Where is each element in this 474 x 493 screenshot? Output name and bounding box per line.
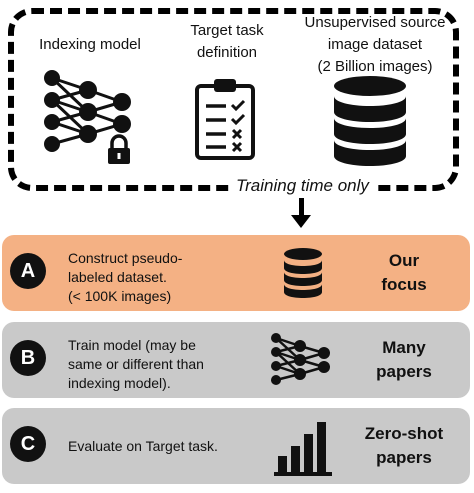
- stage-c-badge: C: [10, 426, 46, 462]
- stage-c-row: C Evaluate on Target task. Zero-shot pap…: [2, 408, 470, 484]
- target-task-label: Target task definition: [172, 20, 282, 64]
- stage-b-badge: B: [10, 340, 46, 376]
- stage-b-side-label-line1: Many: [382, 338, 426, 357]
- stage-b-description-line1: Train model (may be: [68, 337, 196, 353]
- stage-b-description-line2: same or different than: [68, 356, 204, 372]
- lock-icon: [108, 134, 130, 164]
- stage-c-side-label: Zero-shot papers: [354, 422, 454, 470]
- stage-a-description: Construct pseudo- labeled dataset. (< 10…: [68, 249, 182, 306]
- stage-a-badge: A: [10, 253, 46, 289]
- stage-a-side-label-line2: focus: [381, 275, 427, 294]
- database-icon: [284, 248, 322, 298]
- source-dataset-label-line1: Unsupervised source: [304, 14, 446, 31]
- stage-c-description-line1: Evaluate on Target task.: [68, 438, 218, 454]
- bar-chart-icon: [274, 422, 332, 476]
- down-arrow-shaft: [299, 198, 304, 218]
- stage-b-side-label: Many papers: [354, 336, 454, 384]
- target-task-label-line1: Target task: [190, 22, 264, 39]
- neural-network-icon: [271, 333, 330, 385]
- stage-b-description: Train model (may be same or different th…: [68, 336, 204, 393]
- stage-a-description-line2: labeled dataset.: [68, 269, 167, 285]
- stage-c-side-label-line2: papers: [376, 448, 432, 467]
- stage-c-side-label-line1: Zero-shot: [364, 424, 444, 443]
- training-time-only-label: Training time only: [230, 176, 375, 196]
- stage-a-row: A Construct pseudo- labeled dataset. (< …: [2, 235, 470, 311]
- clipboard-checklist-icon: [195, 79, 255, 160]
- stage-b-side-label-line2: papers: [376, 362, 432, 381]
- database-icon: [334, 76, 406, 166]
- down-arrow-icon: [291, 215, 311, 228]
- stage-a-description-line1: Construct pseudo-: [68, 250, 183, 266]
- indexing-model-label: Indexing model: [39, 36, 141, 53]
- stage-c-description: Evaluate on Target task.: [68, 437, 218, 456]
- stage-b-row: B Train model (may be same or different …: [2, 322, 470, 398]
- target-task-label-line2: definition: [196, 44, 258, 61]
- stage-a-side-label-line1: Our: [388, 251, 420, 270]
- stage-a-side-label: Our focus: [354, 249, 454, 297]
- source-dataset-label-line3: (2 Billion images): [317, 58, 433, 75]
- stage-b-description-line3: indexing model).: [68, 375, 171, 391]
- neural-network-icon: [44, 70, 131, 152]
- stage-a-description-line3: (< 100K images): [68, 288, 172, 304]
- source-dataset-label-line2: image dataset: [327, 36, 423, 53]
- source-dataset-label: Unsupervised source image dataset (2 Bil…: [290, 12, 460, 78]
